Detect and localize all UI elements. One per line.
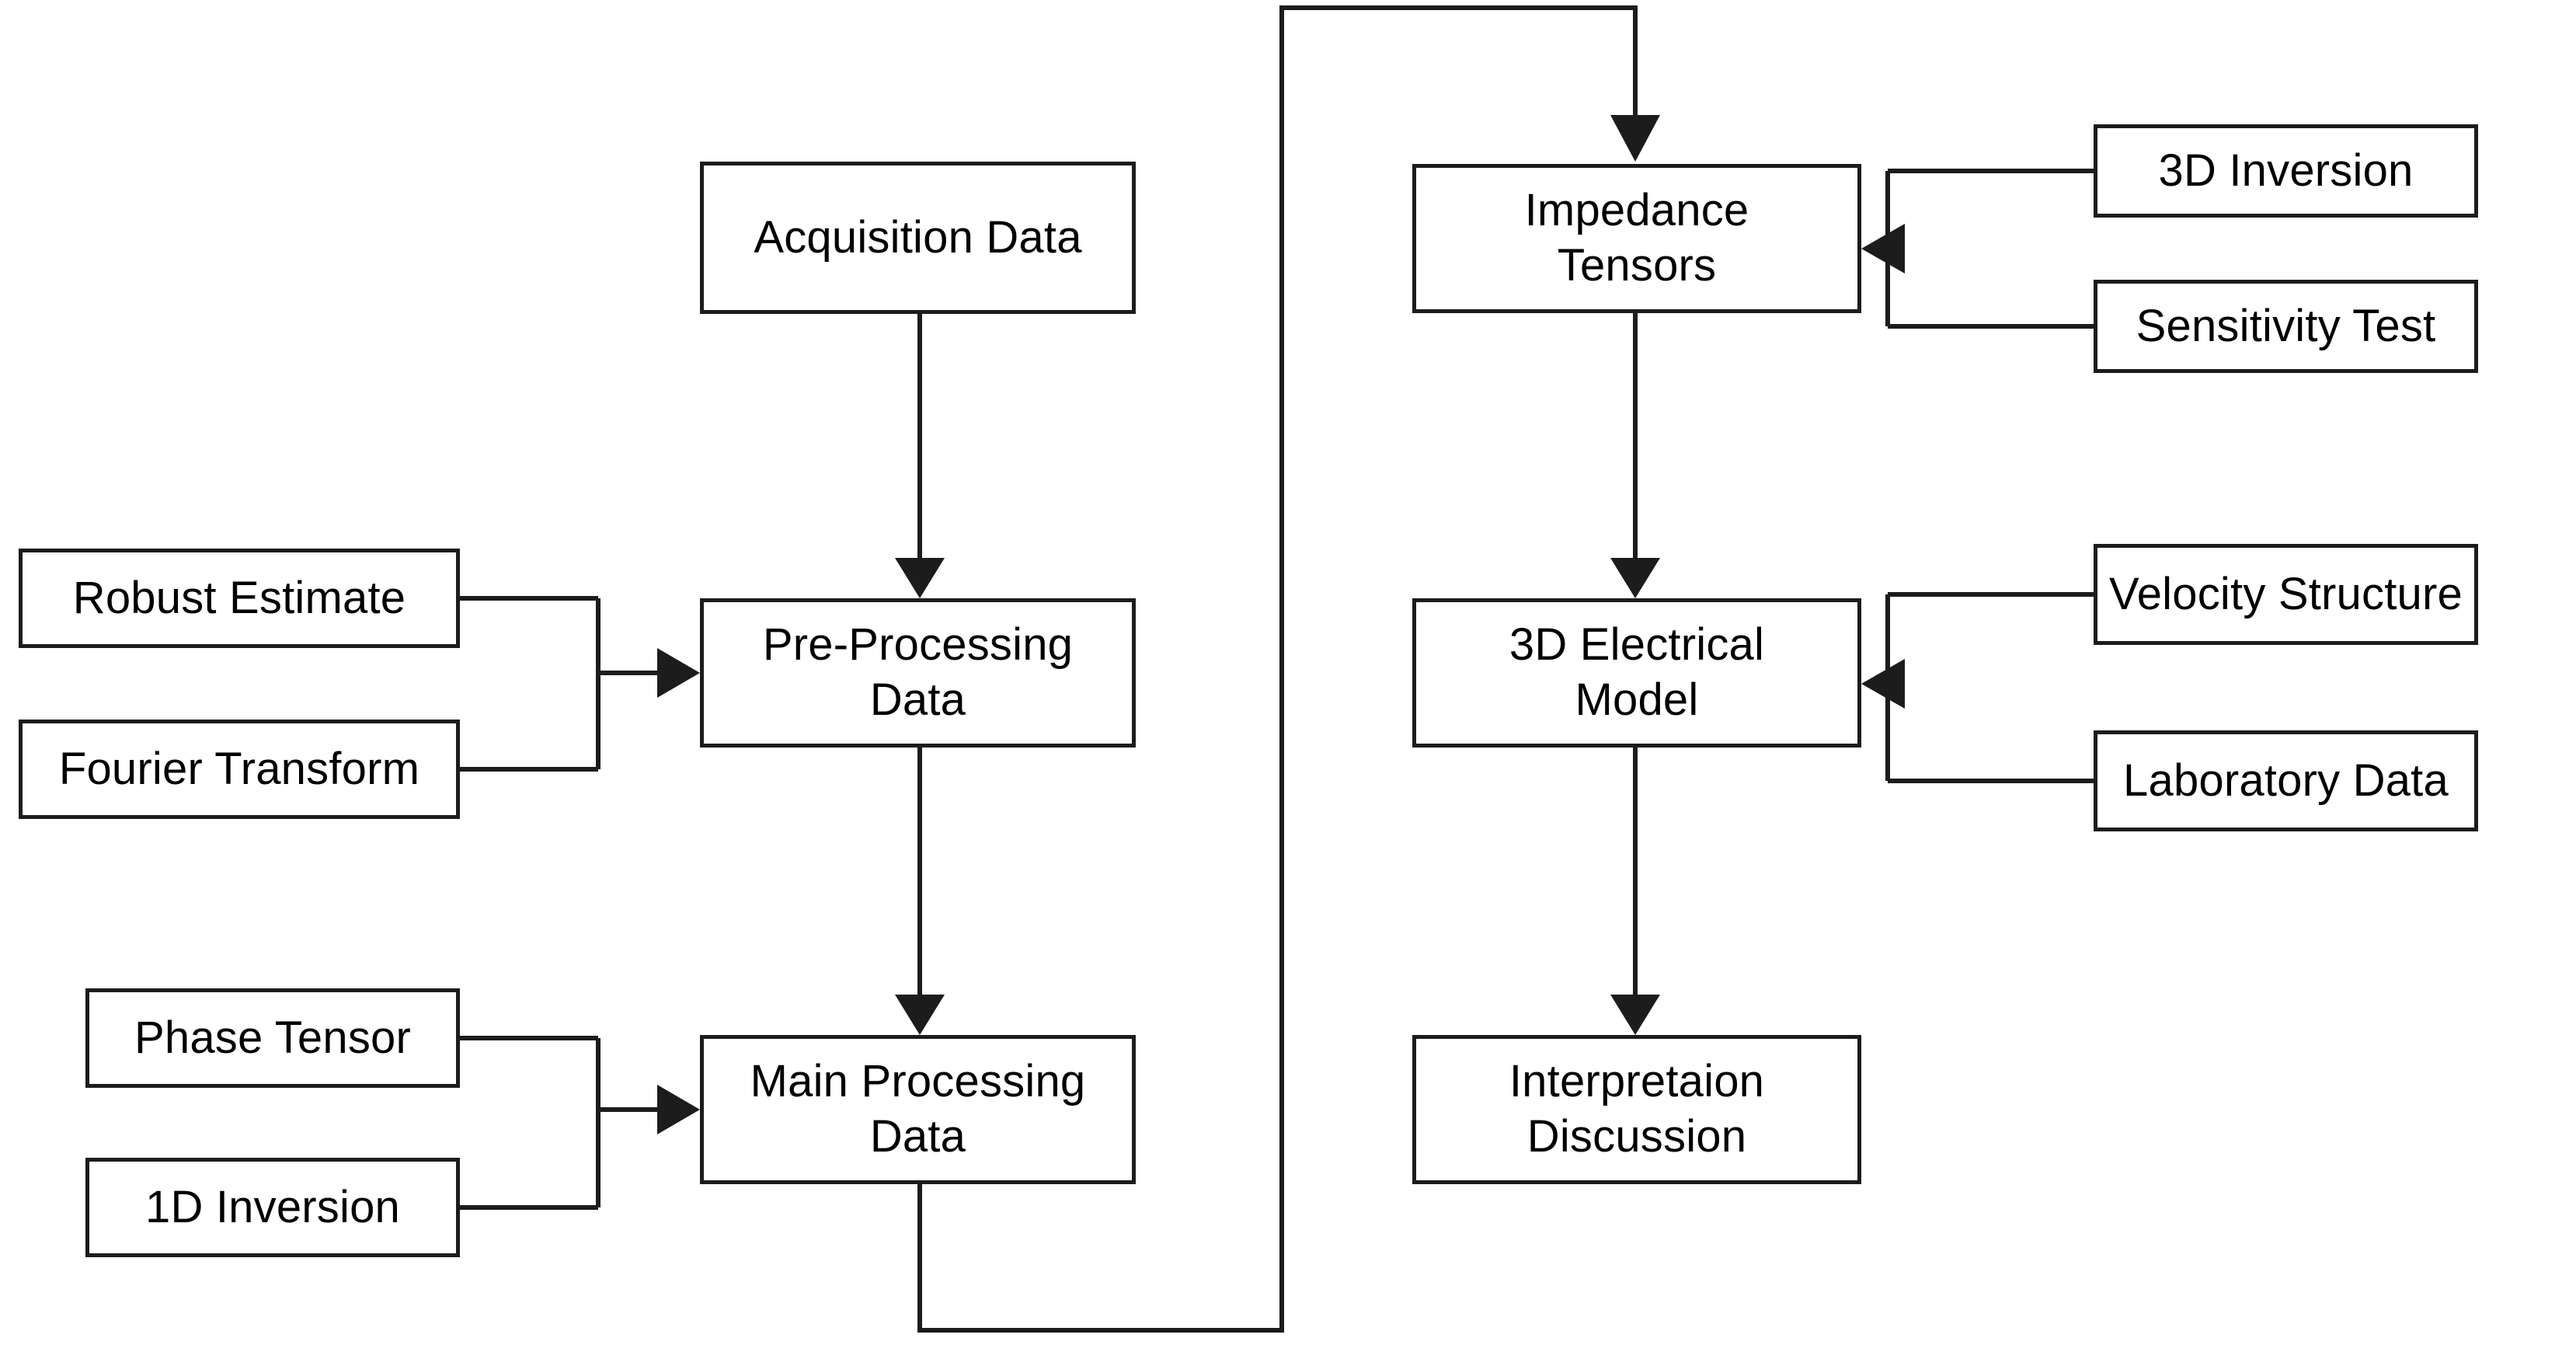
node-phase-tensor[interactable]: Phase Tensor [85,988,460,1088]
edge-acquisition-to-preprocessing [895,314,945,598]
edge-electrical-model-to-interpretation [1610,747,1660,1035]
node-sensitivity-test[interactable]: Sensitivity Test [2094,280,2478,373]
node-interpretaion-discussion[interactable]: Interpretaion Discussion [1412,1035,1861,1184]
node-velocity-structure-label: Velocity Structure [2109,569,2463,620]
node-main-processing-data[interactable]: Main Processing Data [700,1035,1136,1184]
node-1d-inversion-label: 1D Inversion [145,1182,400,1233]
node-3d-inversion[interactable]: 3D Inversion [2094,124,2478,218]
node-pre-processing-data-label: Pre-Processing Data [762,619,1074,725]
node-laboratory-data-label: Laboratory Data [2123,755,2449,807]
node-1d-inversion[interactable]: 1D Inversion [85,1158,460,1257]
edge-left-lower-bracket [460,1036,700,1210]
node-robust-estimate-label: Robust Estimate [72,573,406,624]
node-impedance-tensors[interactable]: Impedance Tensors [1412,164,1861,313]
node-3d-electrical-model[interactable]: 3D Electrical Model [1412,598,1861,747]
node-interpretaion-discussion-label: Interpretaion Discussion [1509,1056,1765,1162]
edge-preprocessing-to-mainprocessing [895,747,945,1035]
node-3d-inversion-label: 3D Inversion [2158,145,2414,197]
node-pre-processing-data[interactable]: Pre-Processing Data [700,598,1136,747]
node-main-processing-data-label: Main Processing Data [750,1056,1086,1162]
node-sensitivity-test-label: Sensitivity Test [2136,301,2436,352]
edge-impedance-to-electrical-model [1610,313,1660,598]
node-phase-tensor-label: Phase Tensor [134,1012,411,1064]
edge-right-lower-bracket [1861,592,2094,783]
node-fourier-transform-label: Fourier Transform [58,744,420,795]
node-velocity-structure[interactable]: Velocity Structure [2094,544,2478,645]
edge-left-upper-bracket [460,596,700,772]
node-fourier-transform[interactable]: Fourier Transform [19,720,460,819]
node-laboratory-data[interactable]: Laboratory Data [2094,730,2478,831]
node-robust-estimate[interactable]: Robust Estimate [19,549,460,648]
node-acquisition-data-label: Acquisition Data [754,212,1082,263]
edge-right-upper-bracket [1861,169,2094,329]
node-3d-electrical-model-label: 3D Electrical Model [1509,619,1765,725]
node-impedance-tensors-label: Impedance Tensors [1524,185,1749,291]
node-acquisition-data[interactable]: Acquisition Data [700,162,1136,314]
